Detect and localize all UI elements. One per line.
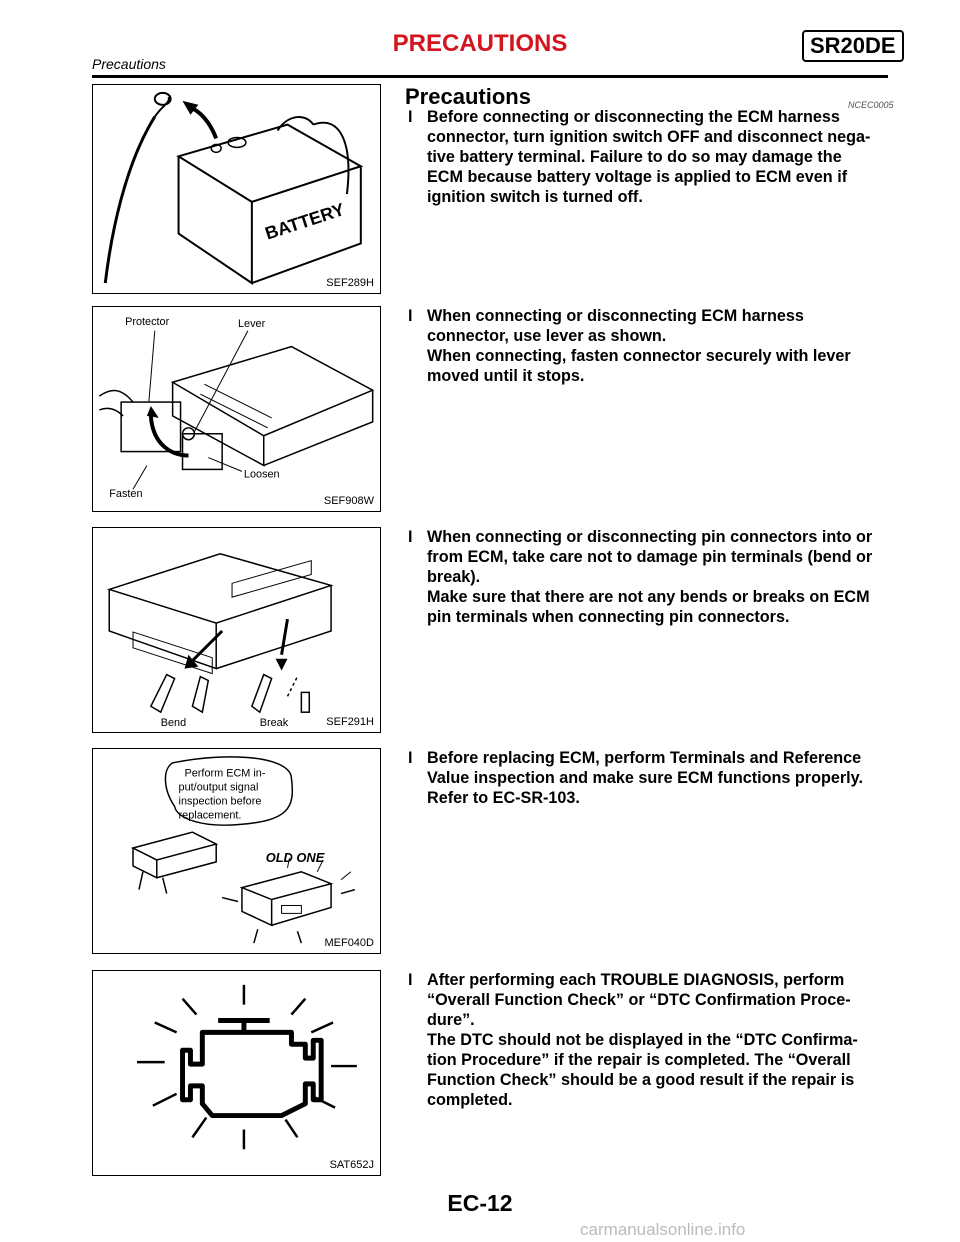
header-rule bbox=[92, 75, 888, 78]
bullet-marker: I bbox=[408, 749, 413, 767]
figure-battery: BATTERY SEF289H bbox=[92, 84, 381, 294]
paragraph-pin-connectors: I When connecting or disconnecting pin c… bbox=[408, 527, 888, 627]
figure-replace-ecm: Perform ECM in- put/output signal inspec… bbox=[92, 748, 381, 954]
figure-code: SEF908W bbox=[323, 495, 374, 507]
paragraph-replace-ecm: I Before replacing ECM, perform Terminal… bbox=[408, 748, 888, 808]
loosen-label: Loosen bbox=[244, 468, 280, 480]
header-title: PRECAUTIONS bbox=[392, 30, 568, 57]
figure-code: SEF291H bbox=[326, 716, 374, 728]
lever-label: Lever bbox=[238, 318, 266, 330]
paragraph-disconnect-battery: I Before connecting or disconnecting the… bbox=[408, 107, 888, 207]
figure-code: SEF289H bbox=[326, 277, 374, 289]
bubble-line-2: put/output signal bbox=[179, 782, 259, 794]
bullet-marker: I bbox=[408, 971, 413, 989]
paragraph-lever: I When connecting or disconnecting ECM h… bbox=[408, 306, 888, 386]
paragraph-text: After performing each TROUBLE DIAGNOSIS,… bbox=[427, 971, 858, 1109]
figure-code: MEF040D bbox=[324, 937, 374, 949]
watermark: carmanualsonline.info bbox=[580, 1220, 746, 1239]
battery-label: BATTERY bbox=[263, 199, 347, 243]
replace-ecm-illustration: Perform ECM in- put/output signal inspec… bbox=[130, 756, 356, 944]
figure-lever: Protector Lever Fasten Loosen SEF908W bbox=[92, 306, 381, 512]
fasten-label: Fasten bbox=[109, 488, 142, 500]
bullet-marker: I bbox=[408, 528, 413, 546]
battery-illustration: BATTERY bbox=[103, 91, 364, 285]
bend-label: Bend bbox=[161, 717, 186, 729]
break-label: Break bbox=[260, 717, 289, 729]
paragraph-text: Before replacing ECM, perform Terminals … bbox=[427, 749, 863, 807]
paragraph-trouble-diagnosis: I After performing each TROUBLE DIAGNOSI… bbox=[408, 970, 888, 1110]
figure-check-engine: SAT652J bbox=[92, 970, 381, 1176]
pin-terminal-illustration: Bend Break bbox=[106, 552, 334, 729]
bullet-marker: I bbox=[408, 108, 413, 126]
paragraph-text: When connecting or disconnecting ECM har… bbox=[427, 307, 851, 385]
bubble-line-1: Perform ECM in- bbox=[185, 768, 266, 780]
check-engine-lamp-icon bbox=[136, 984, 357, 1150]
section-ref: NCEC0005 bbox=[848, 100, 894, 110]
old-one-label: OLD ONE bbox=[266, 850, 325, 865]
page-number: EC-12 bbox=[447, 1190, 513, 1216]
figure-pin-terminals: Bend Break SEF291H bbox=[92, 527, 381, 733]
protector-label: Protector bbox=[125, 316, 169, 328]
figure-code: SAT652J bbox=[329, 1159, 374, 1171]
bubble-line-4: replacement. bbox=[179, 809, 242, 821]
section-title: Precautions bbox=[405, 84, 531, 109]
engine-badge: SR20DE bbox=[802, 30, 904, 62]
paragraph-text: Before connecting or disconnecting the E… bbox=[427, 108, 871, 206]
header-subtitle: Precautions bbox=[92, 56, 166, 72]
paragraph-text: When connecting or disconnecting pin con… bbox=[427, 528, 873, 626]
bullet-marker: I bbox=[408, 307, 413, 325]
ecm-lever-illustration: Protector Lever Fasten Loosen bbox=[98, 316, 375, 500]
bubble-line-3: inspection before bbox=[179, 795, 262, 807]
